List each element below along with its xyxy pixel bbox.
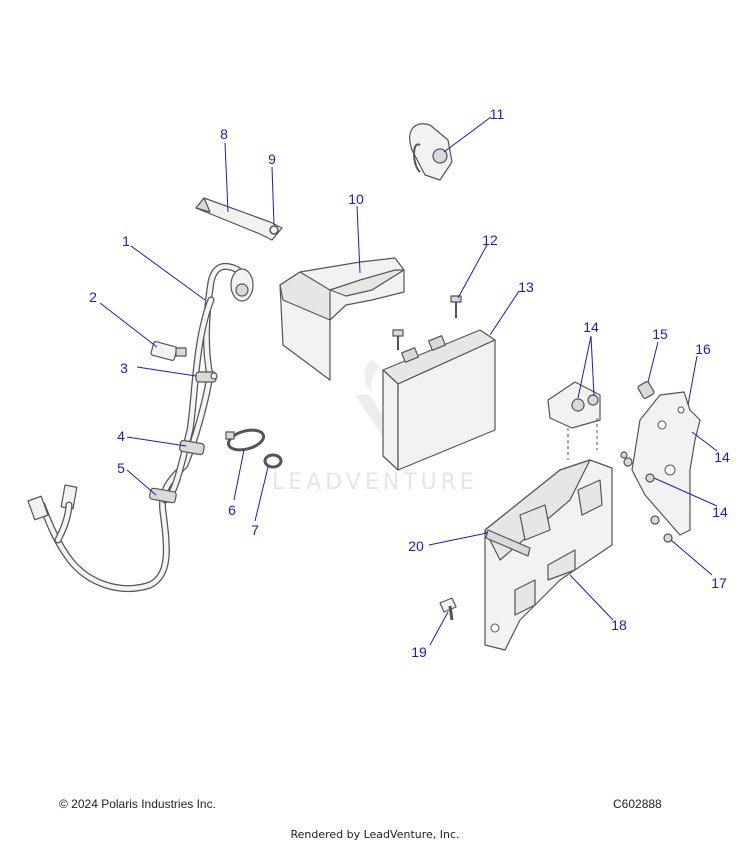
part-terminal-boot [409, 123, 453, 181]
callout-5: 5 [117, 460, 125, 476]
part-battery-cover [279, 257, 405, 381]
part-terminal-bolts [392, 295, 462, 350]
part-tray-pad [485, 529, 531, 557]
copyright-text: © 2024 Polaris Industries Inc. [59, 797, 216, 811]
part-mounting-bolt [439, 597, 457, 621]
callout-13: 13 [518, 279, 534, 295]
callout-numbers: 1 2 3 4 5 6 7 8 9 10 11 12 13 14 14 14 1… [89, 106, 730, 660]
part-relay-bracket [547, 381, 601, 460]
callout-16: 16 [695, 341, 711, 357]
part-strap [195, 197, 283, 241]
part-buckle [269, 225, 279, 235]
part-cable-assembly [27, 263, 254, 592]
callout-9: 9 [268, 151, 276, 167]
callout-10: 10 [348, 191, 364, 207]
callout-14-right-upper: 14 [714, 449, 730, 465]
watermark-text: LEADVENTURE [272, 470, 478, 495]
part-side-plate [631, 391, 701, 536]
part-battery-tray [484, 459, 613, 651]
callout-18: 18 [611, 617, 627, 633]
callout-2: 2 [89, 289, 97, 305]
part-clamp-5 [149, 487, 177, 504]
callout-14-top: 14 [583, 319, 599, 335]
callout-4: 4 [117, 428, 125, 444]
callout-20: 20 [408, 538, 424, 554]
part-cable-tie [225, 428, 266, 452]
callout-19: 19 [411, 644, 427, 660]
callout-11: 11 [490, 106, 505, 122]
part-battery [382, 329, 496, 471]
diagram-code: C602888 [613, 797, 662, 811]
part-sensor [637, 381, 655, 399]
callout-7: 7 [251, 522, 259, 538]
rendered-by-text: Rendered by LeadVenture, Inc. [290, 828, 460, 841]
part-small-clip [263, 453, 283, 469]
part-connector-clip [150, 340, 187, 362]
leader-lines [99, 116, 718, 646]
callout-6: 6 [228, 502, 236, 518]
callout-12: 12 [482, 232, 498, 248]
callout-8: 8 [220, 126, 228, 142]
callout-3: 3 [120, 360, 128, 376]
callout-14-right-lower: 14 [712, 504, 728, 520]
callout-17: 17 [711, 575, 727, 591]
callout-15: 15 [652, 326, 668, 342]
part-clamp-3 [195, 371, 218, 383]
callout-1: 1 [122, 233, 130, 249]
